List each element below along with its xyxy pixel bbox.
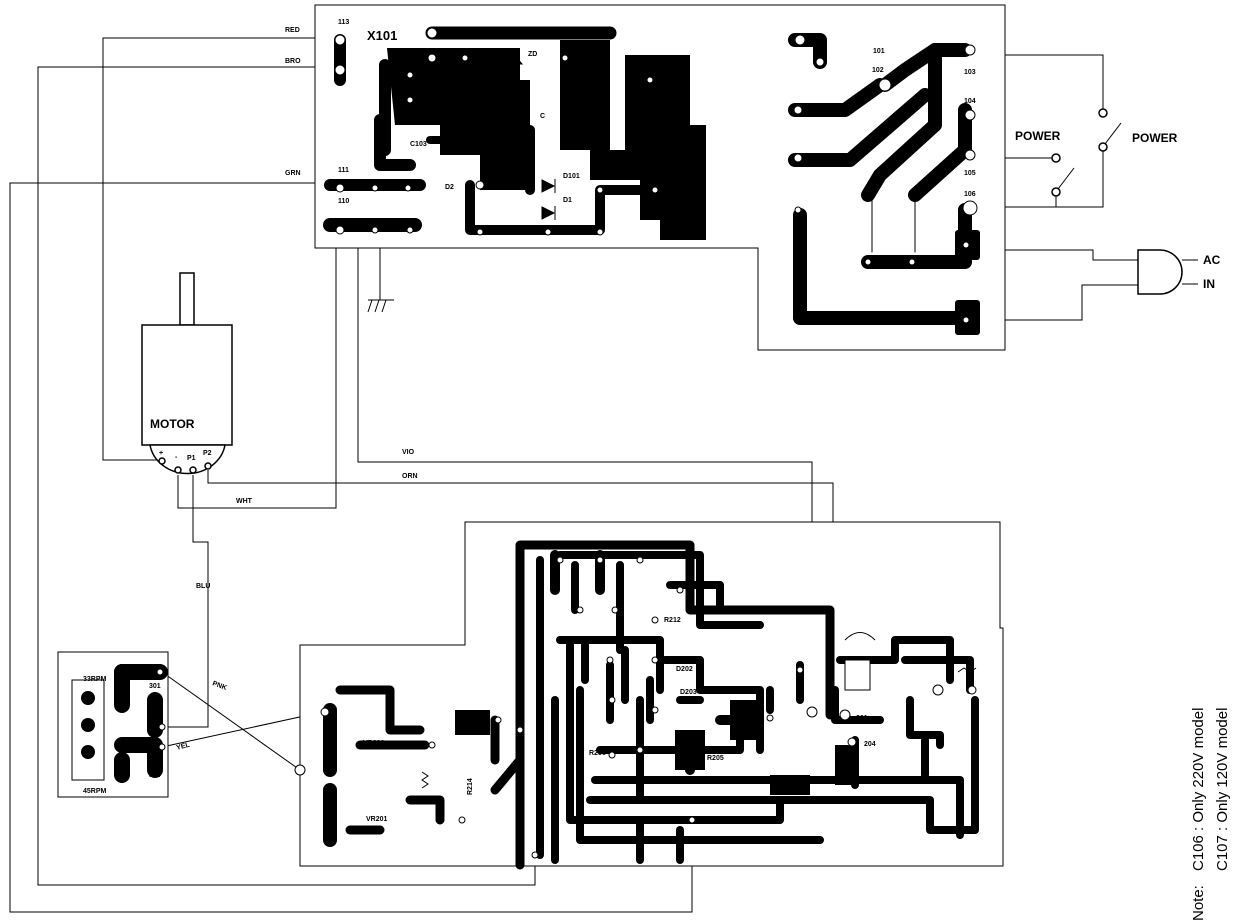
wire-red <box>102 37 330 461</box>
wire-label-grn: GRN <box>285 170 301 177</box>
pad-label-204: 204 <box>864 741 876 748</box>
speed-label-33rpm: 33RPM <box>83 676 107 683</box>
control-board: VR202 VR201 R214 R212 R206 R205 201 204 … <box>294 521 1004 870</box>
copper-block-a <box>387 48 530 190</box>
wire-wht <box>177 248 337 509</box>
motor-terminal-p2: P2 <box>203 450 212 457</box>
wire-label-yel: YEL <box>176 741 192 751</box>
board-ref-x101: X101 <box>367 28 397 43</box>
label-r206: R206 <box>589 750 606 757</box>
pad-label-105: 105 <box>964 170 976 177</box>
copper-pad-ctrl-e <box>770 775 810 795</box>
pad-label-301: 301 <box>149 683 161 690</box>
pad-label-304: 304 <box>149 772 161 779</box>
vr-top-icon <box>957 667 977 673</box>
wire-label-orn: ORN <box>402 473 418 480</box>
ac-label: AC <box>1203 253 1221 267</box>
part-label-zd: ZD <box>528 51 537 58</box>
wire-label-pnk: PNK <box>211 680 227 692</box>
wire-label-blu: BLU <box>196 583 210 590</box>
wire-harness <box>9 37 1138 913</box>
label-vr202: VR202 <box>363 740 385 747</box>
label-r212: R212 <box>664 617 681 624</box>
wire-power-switch-b <box>975 54 1104 113</box>
part-label-d202: D202 <box>676 666 693 673</box>
label-vr201: VR201 <box>366 816 388 823</box>
wire-label-vio: VIO <box>402 449 415 456</box>
wire-ac-2 <box>968 284 1138 321</box>
part-label-d101: D101 <box>563 173 580 180</box>
pad-label-113: 113 <box>338 19 349 26</box>
ground-icon <box>367 299 394 313</box>
model-note: Note: C106 : Only 220V model C107 : Only… <box>1190 708 1231 921</box>
power-switch-a: POWER <box>1015 129 1075 197</box>
switch-label-power-b: POWER <box>1132 131 1178 145</box>
vr201-wiper-icon <box>421 771 429 789</box>
pad-label-110: 110 <box>338 198 349 205</box>
copper-pad-ctrl-d <box>835 745 857 785</box>
pad-label-111: 111 <box>338 167 349 174</box>
in-label: IN <box>1203 277 1215 291</box>
copper-pad-ctrl-c <box>730 700 760 740</box>
part-label-d203: D203 <box>680 689 697 696</box>
part-label-d2: D2 <box>445 184 454 191</box>
pad-label-104: 104 <box>964 98 976 105</box>
pad-label-201: 201 <box>856 715 868 722</box>
motor-terminal-plus: + <box>159 450 163 457</box>
speed-label-45rpm: 45RPM <box>83 788 107 795</box>
motor-body <box>141 324 233 446</box>
label-r205: R205 <box>707 755 724 762</box>
wire-pnk <box>161 671 301 771</box>
pad-label-101: 101 <box>873 48 885 55</box>
pad-label-303: 303 <box>149 740 161 747</box>
switch-label-power-a: POWER <box>1015 129 1061 143</box>
wire-grn <box>9 182 693 913</box>
copper-block-c <box>625 55 706 240</box>
speed-select-board: 33RPM 45RPM 301 303 304 <box>57 651 169 798</box>
power-board: X101 113 111 110 101 102 103 104 105 106… <box>314 4 1006 351</box>
note-prefix: Note: <box>1190 885 1207 921</box>
note-line-2: C107 : Only 120V model <box>1214 708 1231 871</box>
copper-pad-ctrl-b <box>675 730 705 770</box>
wire-power-switch-b-ret <box>975 147 1104 208</box>
motor-label: MOTOR <box>150 417 195 431</box>
part-label-d1: D1 <box>563 197 572 204</box>
note-line-1: C106 : Only 220V model <box>1190 708 1207 871</box>
part-label-c103: C103 <box>410 141 427 148</box>
power-switch-b: POWER <box>1098 108 1178 152</box>
wire-yel <box>161 712 319 748</box>
wire-label-wht: WHT <box>236 498 253 505</box>
wire-bro <box>37 66 536 886</box>
board-notch <box>844 659 871 691</box>
wire-blu <box>162 475 209 728</box>
motor-shaft <box>179 272 195 326</box>
motor-terminal-p1: P1 <box>187 455 196 462</box>
motor: MOTOR + - P1 P2 <box>141 272 233 475</box>
wire-ac-1 <box>968 249 1138 261</box>
ac-plug-icon: AC IN <box>1137 249 1221 295</box>
copper-block-b <box>560 40 670 220</box>
pad-label-106: 106 <box>964 191 976 198</box>
wire-label-bro: BRO <box>285 58 301 65</box>
label-r214: R214 <box>467 778 474 795</box>
copper-pad-ctrl-a <box>455 710 490 735</box>
motor-terminal-minus: - <box>175 454 178 461</box>
part-label-c: C <box>540 113 545 120</box>
pad-label-103: 103 <box>964 69 976 76</box>
pad-label-102: 102 <box>872 67 884 74</box>
wire-label-red: RED <box>285 27 300 34</box>
